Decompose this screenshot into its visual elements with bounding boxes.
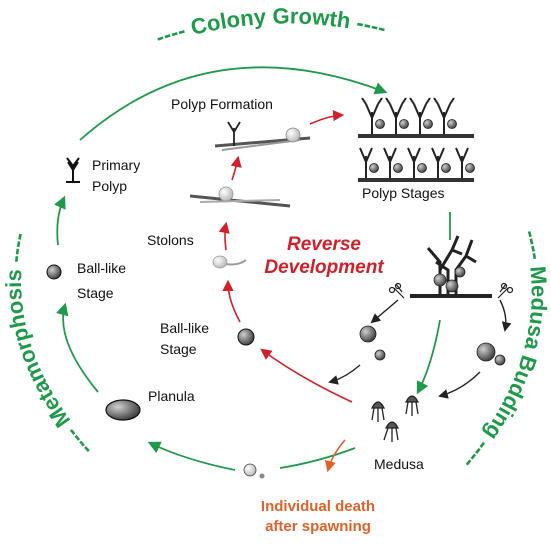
arrow-to-death [324, 439, 346, 473]
primary-polyp-illustration [66, 157, 80, 183]
ball-like-outer-illustration [46, 264, 62, 280]
label-ball-like-outer-2: Stage [77, 285, 114, 301]
arrow-medusa-to-death [279, 447, 356, 469]
arrow-colony-to-medusa [416, 319, 441, 395]
dying-medusa-illustration [243, 463, 265, 479]
arrow-ball-to-primary [54, 195, 66, 246]
label-primary-polyp-2: Polyp [92, 178, 127, 194]
arrow-polyp-formation-out [309, 110, 345, 125]
stolon-blob-illustration [212, 255, 247, 269]
polyp-formation-illustration [214, 121, 311, 151]
polyp-stages-illustration [358, 97, 475, 182]
scissors-left-icon [388, 282, 405, 299]
reverse-development-line2: Development [264, 257, 384, 278]
label-ball-like-outer-1: Ball-like [77, 260, 126, 276]
arrow-detach-left [328, 364, 361, 385]
label-planula: Planula [148, 388, 195, 404]
arrow-bud-left [370, 299, 399, 324]
label-polyp-formation: Polyp Formation [171, 96, 273, 112]
reverse-development-line1: Reverse [287, 234, 361, 255]
label-medusa: Medusa [374, 456, 424, 472]
label-primary-polyp-1: Primary [92, 157, 140, 173]
planula-illustration [105, 399, 141, 421]
label-death-line2: after spawning [265, 518, 371, 535]
colony-growth-title: ---- Colony Growth ---- [153, 3, 389, 50]
label-polyp-stages: Polyp Stages [362, 185, 445, 201]
arrow-colony-growth [79, 66, 388, 141]
arrow-medusa-to-ball-inner [260, 348, 353, 403]
ball-like-inner-illustration [237, 328, 255, 346]
colony-budding-illustration [410, 235, 492, 298]
arrow-planula-to-ball [56, 302, 99, 393]
arrow-bud-right [499, 299, 512, 332]
arrow-ball-to-stolon [222, 279, 241, 323]
detached-medusa-buds [359, 325, 506, 366]
arrow-to-planula [147, 441, 236, 471]
medusa-budding-title: ---- Medusa Budding ---- [458, 227, 551, 475]
stolons-illustration [189, 186, 291, 208]
label-ball-like-inner-1: Ball-like [160, 320, 209, 336]
arrow-stolon-up [218, 221, 230, 251]
medusa-illustration [370, 395, 420, 442]
label-death-line1: Individual death [261, 498, 375, 515]
arrow-detach-right [438, 371, 481, 399]
scissors-right-icon [497, 282, 514, 299]
arrow-to-polyp-formation [230, 155, 242, 181]
label-stolons: Stolons [147, 232, 194, 248]
label-ball-like-inner-2: Stage [160, 341, 197, 357]
